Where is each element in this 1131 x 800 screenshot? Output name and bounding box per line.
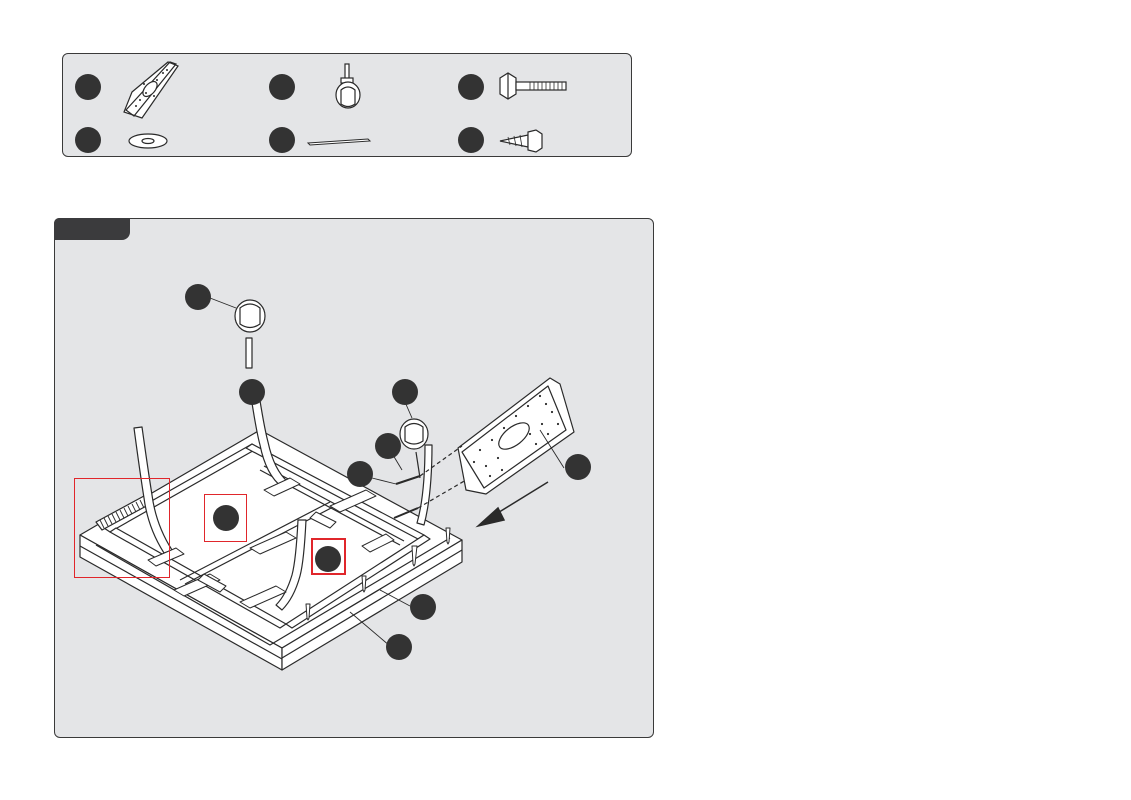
callout-rod bbox=[386, 634, 412, 660]
part-badge-5 bbox=[269, 127, 295, 153]
part-badge-3 bbox=[458, 74, 484, 100]
highlight-spring bbox=[74, 478, 170, 578]
callout-hinge-right bbox=[315, 546, 341, 572]
hex-bolt-icon bbox=[499, 72, 567, 100]
highlight-badge-left bbox=[204, 494, 247, 542]
part-badge-6 bbox=[458, 127, 484, 153]
callout-leg-back bbox=[239, 379, 265, 405]
direction-arrow bbox=[475, 481, 549, 528]
callout-screw bbox=[410, 594, 436, 620]
wood-screw-icon bbox=[499, 129, 543, 153]
callout-bolt bbox=[347, 461, 373, 487]
callout-hinge-left bbox=[213, 505, 239, 531]
callout-leaders bbox=[209, 297, 565, 647]
part-badge-2 bbox=[269, 74, 295, 100]
callout-caster-top bbox=[185, 284, 211, 310]
table-legs bbox=[133, 387, 433, 611]
frame-rails bbox=[103, 443, 431, 629]
rod-icon bbox=[306, 138, 372, 146]
caster-wheel-icon bbox=[335, 63, 361, 109]
callout-plate bbox=[565, 454, 591, 480]
mounting-plate-icon bbox=[123, 61, 179, 119]
hinge-brackets bbox=[147, 477, 395, 609]
part-badge-1 bbox=[75, 74, 101, 100]
washer-icon bbox=[128, 133, 168, 149]
caster-right bbox=[399, 418, 429, 479]
callout-caster-right bbox=[392, 379, 418, 405]
highlight-badge-right bbox=[311, 538, 346, 575]
part-badge-4 bbox=[75, 127, 101, 153]
mounting-plate bbox=[457, 377, 575, 495]
caster-upper bbox=[234, 299, 266, 369]
wood-screws bbox=[305, 527, 451, 621]
step-tab bbox=[54, 218, 130, 240]
callout-washer bbox=[375, 433, 401, 459]
plate-bolts bbox=[393, 445, 467, 519]
